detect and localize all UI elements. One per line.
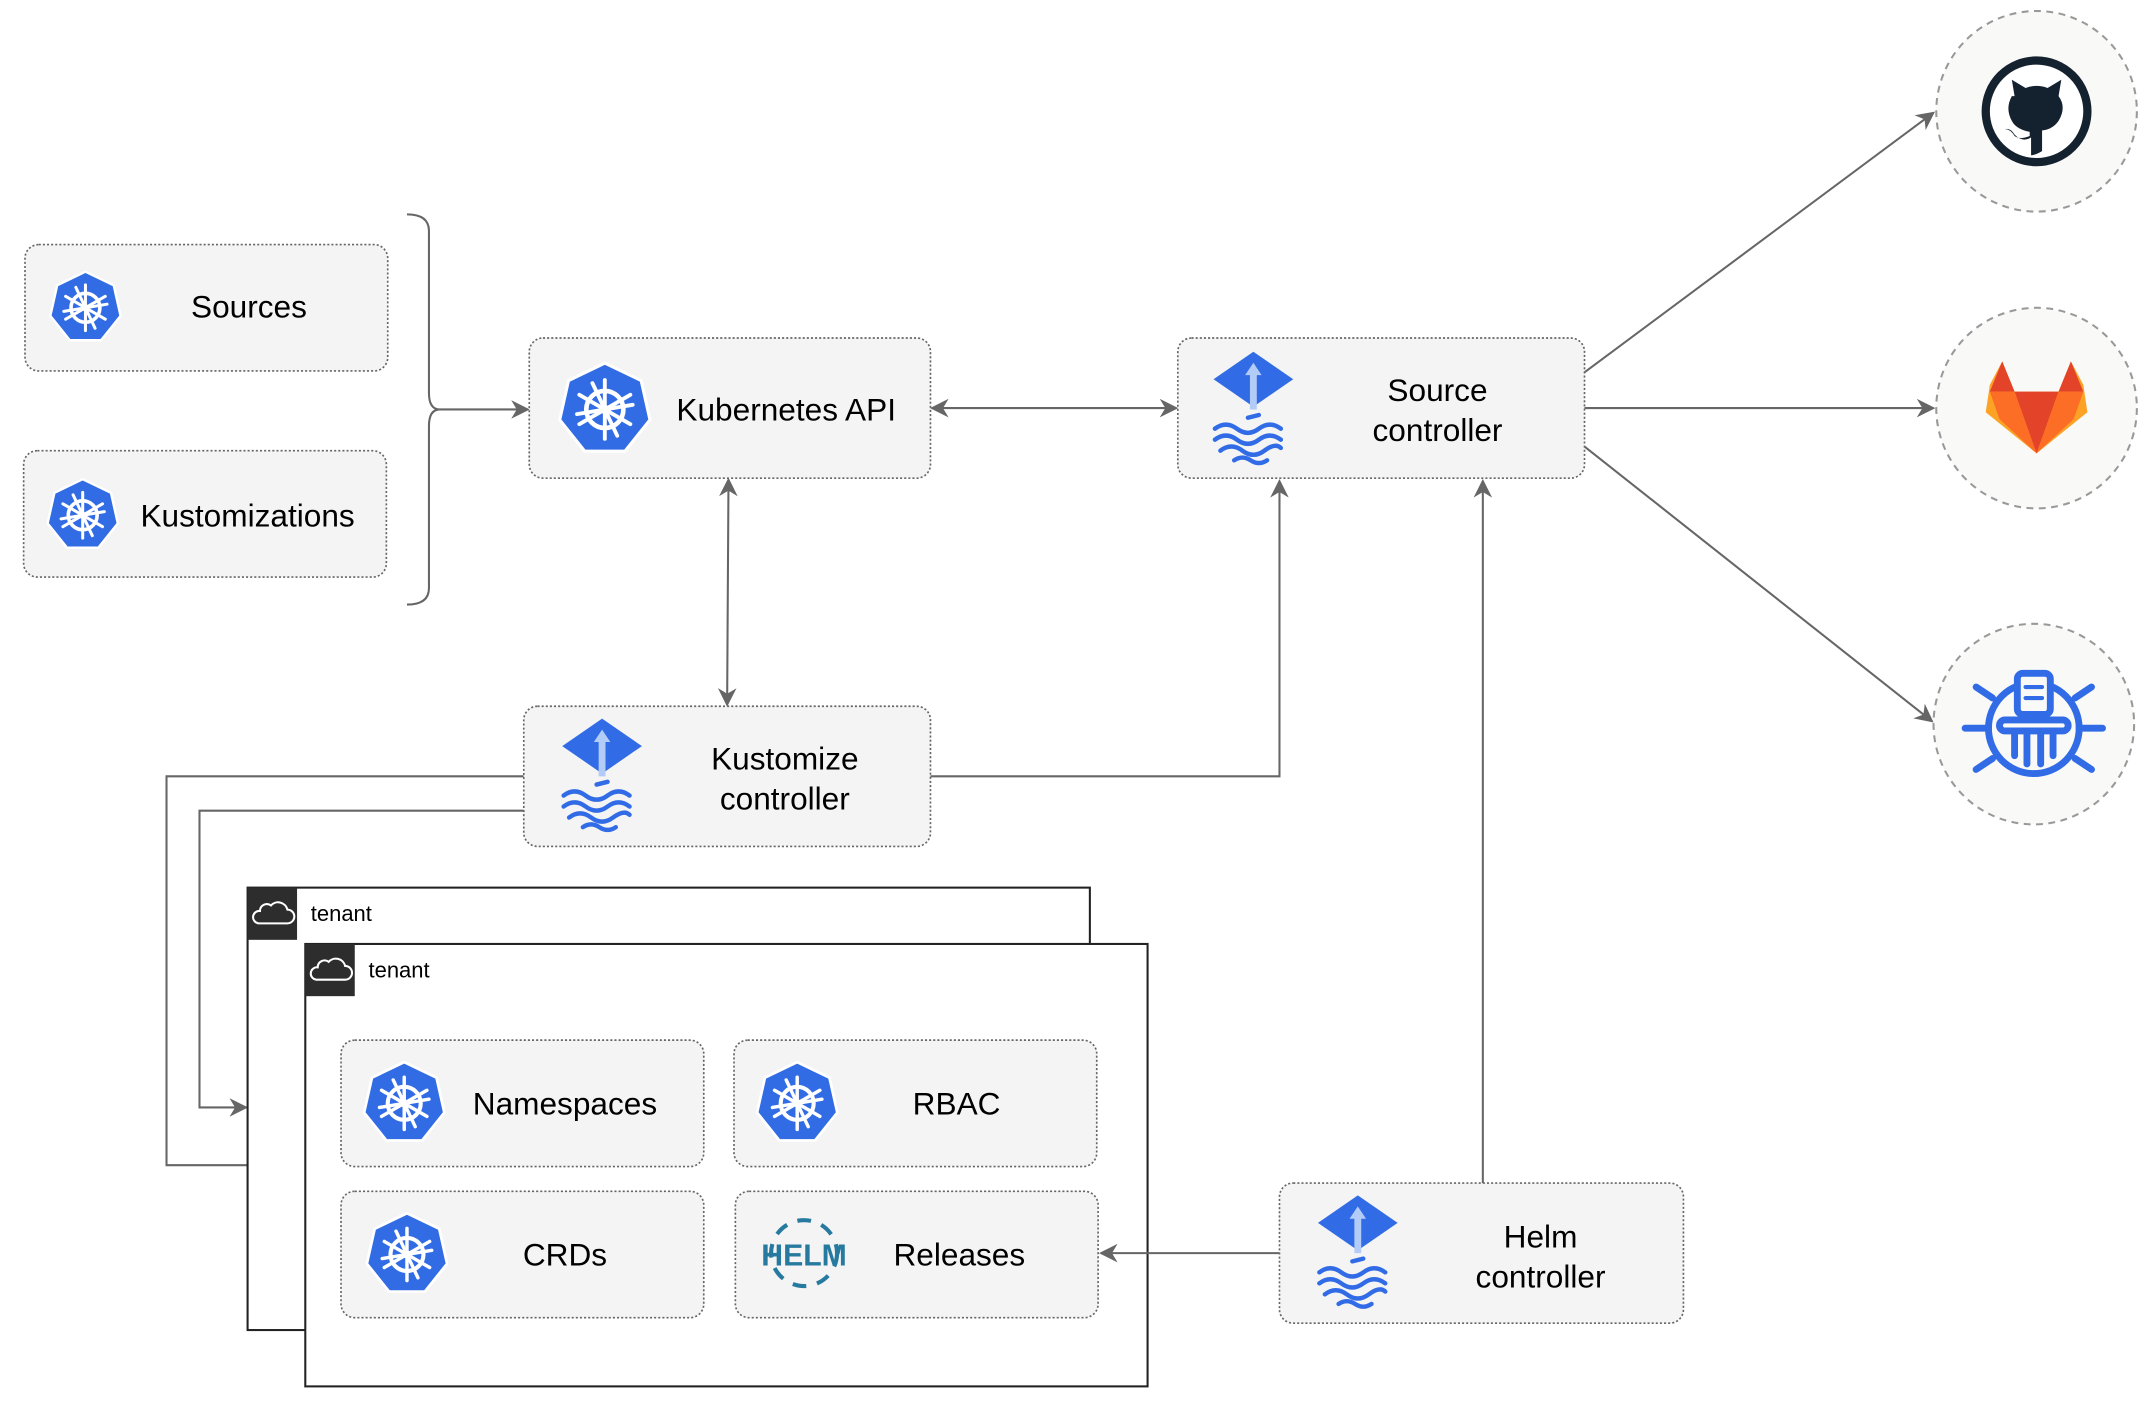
cloud-icon-background [247, 887, 298, 940]
edge-kubernetes-api-kustomize-controller [717, 477, 738, 707]
namespaces-label: Namespaces [473, 1085, 657, 1121]
kubernetes-api-label: Kubernetes API [676, 391, 896, 427]
kustomize-controller-label-2: controller [720, 780, 850, 816]
releases-label: Releases [893, 1236, 1025, 1272]
crds-node[interactable]: CRDs [340, 1190, 705, 1319]
sources-brace [406, 213, 441, 606]
source-controller-label-1: Source [1387, 372, 1487, 408]
helm-controller-label-1: Helm [1504, 1219, 1578, 1255]
kustomize-controller-node[interactable]: Kustomize controller [522, 705, 932, 848]
github-source[interactable] [1935, 9, 2138, 213]
rbac-label: RBAC [913, 1085, 1001, 1121]
kustomize-controller-label-1: Kustomize [711, 740, 858, 776]
cloud-icon [309, 957, 354, 981]
kustomizations-node[interactable]: Kustomizations [22, 449, 388, 578]
releases-node[interactable]: HELM Releases [734, 1190, 1099, 1319]
helm-icon: HELM [761, 1218, 847, 1289]
helm-repository-icon [1961, 669, 2106, 778]
gitlab-icon [1985, 361, 2088, 454]
crds-label: CRDs [523, 1236, 607, 1272]
helm-controller-label-2: controller [1476, 1258, 1606, 1294]
cloud-icon-background [305, 943, 355, 997]
edge-kustomize-to-tenant-front [165, 775, 524, 1175]
helm-controller-node[interactable]: Helm controller [1278, 1182, 1685, 1325]
rbac-node[interactable]: RBAC [733, 1039, 1098, 1168]
sources-node[interactable]: Sources [24, 243, 389, 372]
tenant-label: tenant [369, 958, 430, 983]
edge-kustomize-to-source-controller [930, 479, 1289, 778]
source-controller-node[interactable]: Source controller [1176, 337, 1586, 479]
gitlab-source[interactable] [1935, 306, 2138, 510]
source-controller-label-2: controller [1373, 412, 1503, 448]
tenant-label: tenant [311, 901, 372, 926]
github-icon [1981, 56, 2092, 167]
tenant-group-front[interactable]: tenant Namespaces RBAC CRDs HELM Release… [304, 942, 1149, 1388]
edge-source-to-github [1583, 111, 1936, 374]
kubernetes-api-node[interactable]: Kubernetes API [528, 337, 932, 479]
cloud-icon [252, 901, 296, 925]
helm-repository-source[interactable] [1932, 622, 2136, 826]
helm-logo-text: HELM [761, 1239, 847, 1272]
namespaces-node[interactable]: Namespaces [340, 1039, 705, 1168]
kustomizations-label: Kustomizations [140, 497, 354, 533]
edge-source-to-helm-repository [1583, 445, 1934, 723]
sources-label: Sources [191, 288, 307, 324]
edge-kustomize-to-tenant-back [198, 809, 524, 1117]
